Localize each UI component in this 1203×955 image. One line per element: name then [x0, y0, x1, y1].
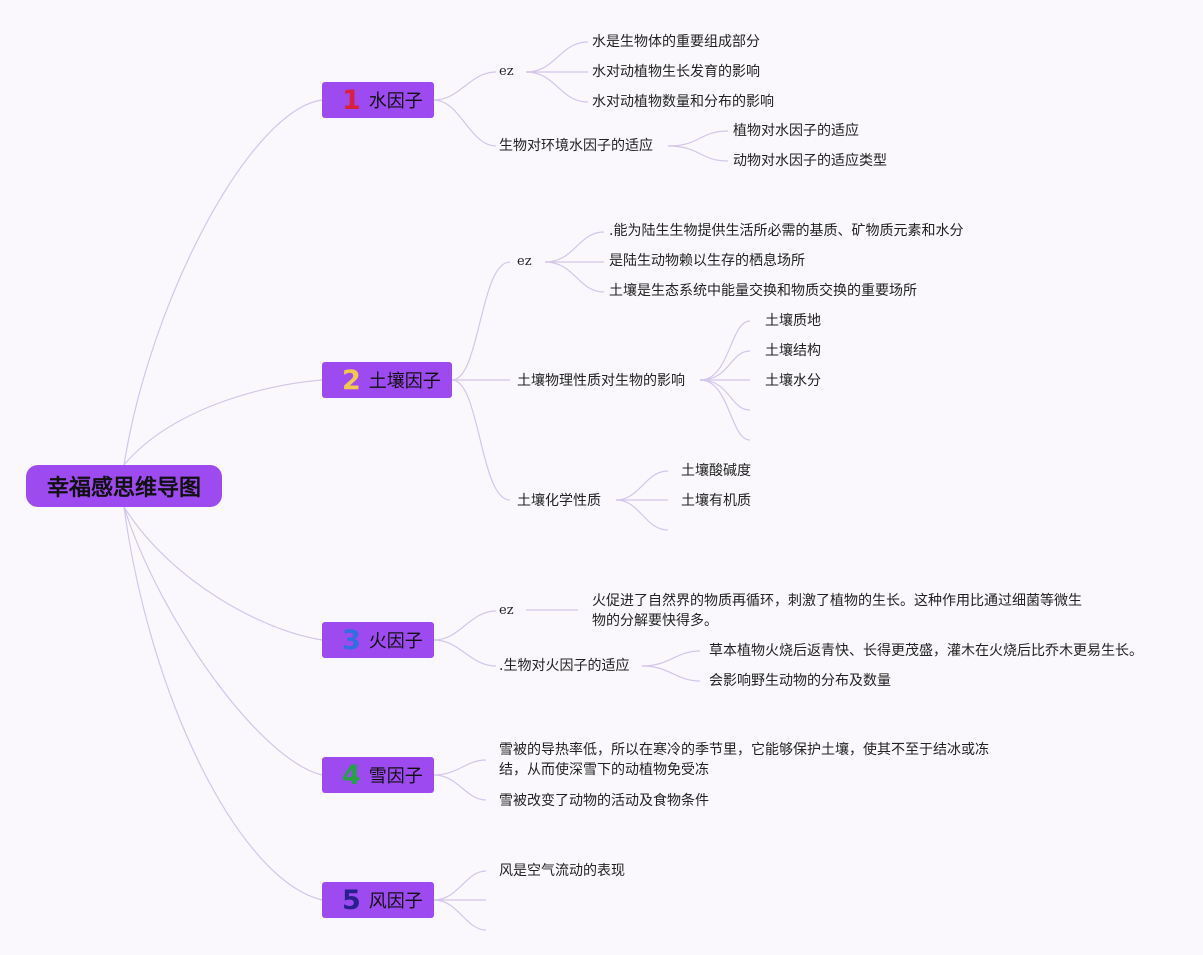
- branch-label: 火因子: [368, 631, 423, 652]
- branch-label: 风因子: [368, 891, 423, 912]
- soil-ez-item[interactable]: .能为陆生生物提供生活所必需的基质、矿物质元素和水分: [609, 223, 964, 239]
- fire-sub-ez[interactable]: ez: [499, 603, 514, 618]
- branch-snow[interactable]: 4 雪因子: [322, 757, 434, 793]
- water-sub-adaptation[interactable]: 生物对环境水因子的适应: [499, 138, 653, 154]
- fire-adaptation-item[interactable]: 会影响野生动物的分布及数量: [709, 673, 891, 689]
- number-3-icon: 3: [342, 624, 361, 656]
- soil-sub-ez[interactable]: ez: [517, 254, 532, 269]
- number-2-icon: 2: [342, 364, 361, 396]
- soil-physical-item[interactable]: 土壤结构: [765, 343, 821, 359]
- water-ez-item[interactable]: 水对动植物生长发育的影响: [592, 64, 760, 80]
- branch-wind[interactable]: 5 风因子: [322, 882, 434, 918]
- water-adaptation-item[interactable]: 动物对水因子的适应类型: [733, 153, 887, 169]
- fire-sub-adaptation[interactable]: .生物对火因子的适应: [499, 658, 630, 674]
- branch-label: 土壤因子: [368, 371, 441, 392]
- root-node[interactable]: 幸福感思维导图: [26, 465, 222, 507]
- soil-sub-chemical[interactable]: 土壤化学性质: [517, 493, 601, 509]
- number-1-icon: 1: [342, 84, 361, 116]
- soil-sub-physical[interactable]: 土壤物理性质对生物的影响: [517, 373, 685, 389]
- soil-ez-item[interactable]: 是陆生动物赖以生存的栖息场所: [609, 253, 805, 269]
- number-4-icon: 4: [342, 759, 361, 791]
- snow-item[interactable]: 雪被改变了动物的活动及食物条件: [499, 793, 709, 809]
- fire-adaptation-item[interactable]: 草本植物火烧后返青快、长得更茂盛，灌木在火烧后比乔木更易生长。: [709, 643, 1143, 659]
- branch-fire[interactable]: 3 火因子: [322, 622, 434, 658]
- water-adaptation-item[interactable]: 植物对水因子的适应: [733, 123, 859, 139]
- branch-water[interactable]: 1 水因子: [322, 82, 434, 118]
- soil-chemical-item[interactable]: 土壤酸碱度: [681, 463, 751, 479]
- water-ez-item[interactable]: 水对动植物数量和分布的影响: [592, 94, 774, 110]
- branch-soil[interactable]: 2 土壤因子: [322, 362, 452, 398]
- branch-label: 水因子: [368, 91, 423, 112]
- water-sub-ez[interactable]: ez: [499, 64, 514, 79]
- root-title: 幸福感思维导图: [46, 476, 201, 501]
- soil-physical-item[interactable]: 土壤质地: [765, 313, 821, 329]
- fire-ez-text[interactable]: 火促进了自然界的物质再循环，刺激了植物的生长。这种作用比通过细菌等微生物的分解要…: [592, 593, 1082, 629]
- soil-chemical-item[interactable]: 土壤有机质: [681, 493, 751, 509]
- soil-ez-item[interactable]: 土壤是生态系统中能量交换和物质交换的重要场所: [609, 283, 917, 299]
- branch-label: 雪因子: [368, 766, 423, 787]
- water-ez-item[interactable]: 水是生物体的重要组成部分: [592, 34, 760, 50]
- wind-item[interactable]: 风是空气流动的表现: [499, 863, 625, 879]
- soil-physical-item[interactable]: 土壤水分: [765, 373, 821, 389]
- number-5-icon: 5: [342, 884, 361, 916]
- snow-item[interactable]: 雪被的导热率低，所以在寒冷的季节里，它能够保护土壤，使其不至于结冰或冻结，从而使…: [499, 742, 989, 778]
